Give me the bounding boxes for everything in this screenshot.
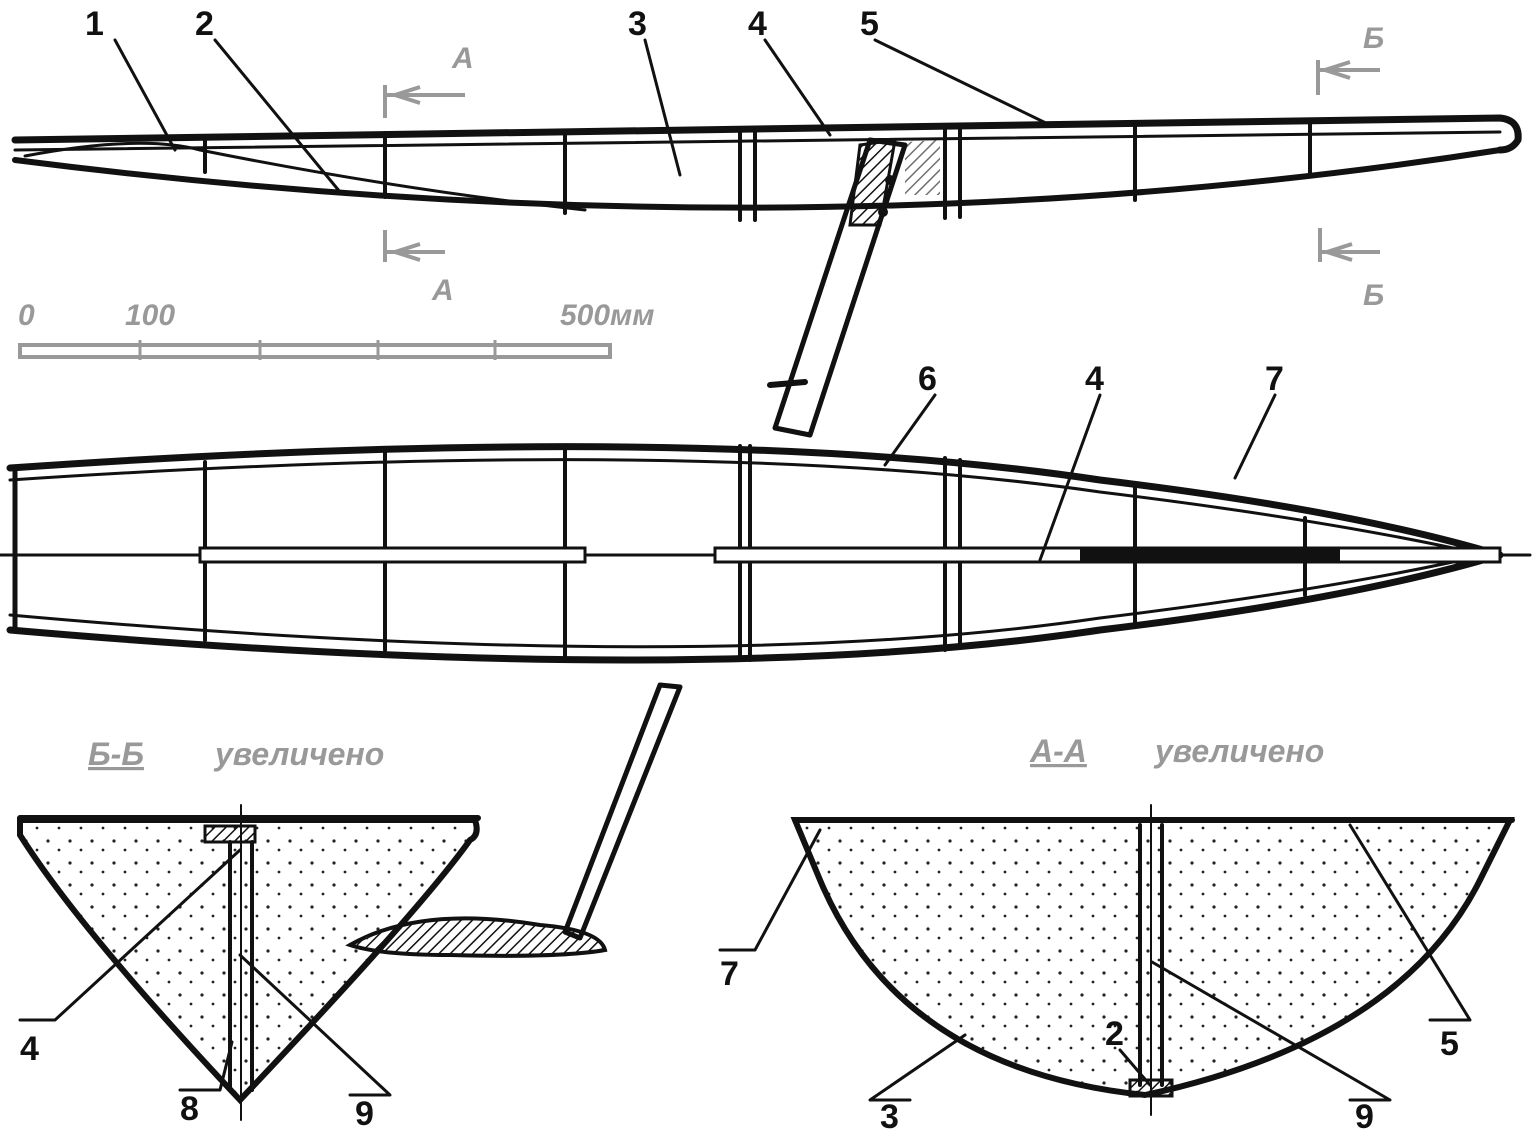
section-markers: А А Б Б Б-Б увеличено А-А увеличено — [88, 22, 1384, 772]
section-b-top: Б — [1363, 22, 1384, 55]
label-4: 4 — [748, 5, 767, 43]
section-aa-title: А-А — [1029, 733, 1087, 769]
foot-pedal — [345, 916, 608, 958]
label-9-section: 9 — [1355, 1098, 1374, 1131]
label-8: 8 — [180, 1090, 199, 1128]
label-3: 3 — [628, 5, 647, 43]
scale-100: 100 — [125, 299, 175, 332]
section-bb-caption: увеличено — [213, 736, 384, 772]
label-9: 9 — [355, 1095, 374, 1131]
side-view — [11, 114, 1522, 438]
section-a-top: А — [451, 42, 474, 75]
label-4-plan: 4 — [1085, 360, 1104, 398]
part-labels: 1 2 3 4 5 6 4 7 4 8 9 7 5 2 3 9 — [20, 5, 1459, 1131]
label-3-section: 3 — [880, 1098, 899, 1131]
section-a-bottom: А — [431, 274, 454, 307]
label-2-section: 2 — [1105, 1015, 1124, 1053]
label-7-section: 7 — [720, 955, 739, 993]
scale-bar: 0 100 500мм — [18, 299, 654, 360]
plan-view — [0, 443, 1532, 941]
label-5-section: 5 — [1440, 1025, 1459, 1063]
label-2: 2 — [195, 5, 214, 43]
label-5: 5 — [860, 5, 879, 43]
section-b-bottom: Б — [1363, 279, 1384, 312]
scale-500mm: 500мм — [560, 299, 654, 332]
label-1: 1 — [85, 5, 104, 43]
label-4-section: 4 — [20, 1030, 39, 1068]
section-aa — [790, 804, 1515, 1116]
label-7: 7 — [1265, 360, 1284, 398]
scale-0: 0 — [18, 299, 35, 332]
leader-lines — [18, 38, 1472, 1102]
label-6: 6 — [918, 360, 937, 398]
section-bb-title: Б-Б — [88, 736, 144, 772]
section-aa-caption: увеличено — [1153, 733, 1324, 769]
